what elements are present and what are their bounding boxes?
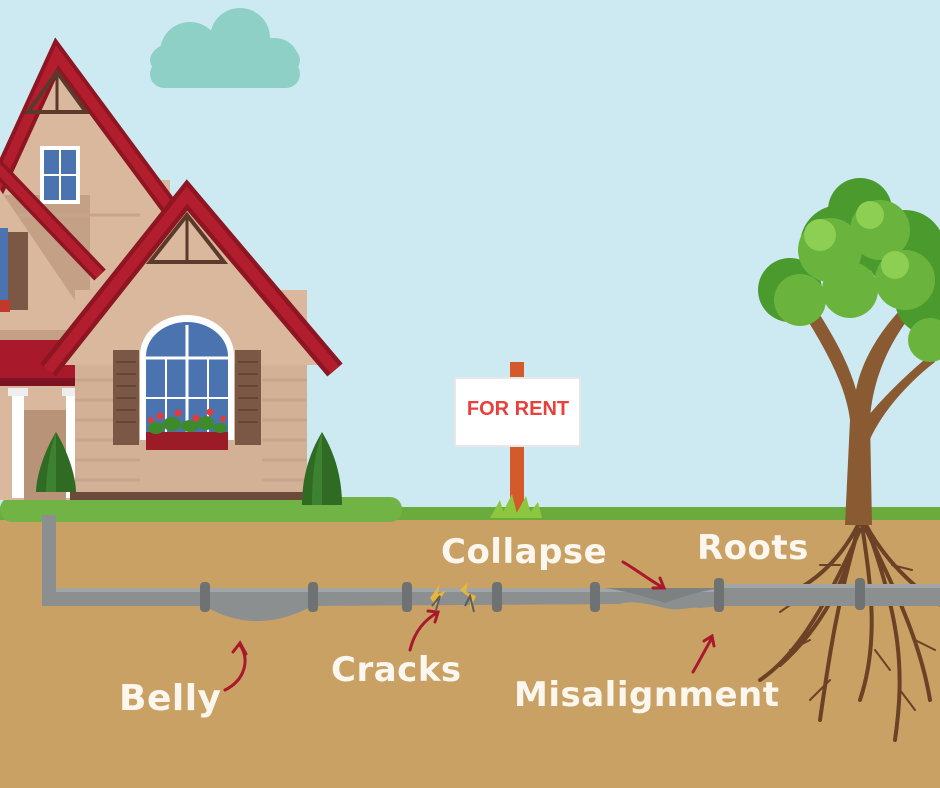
cracks-label: Cracks	[331, 650, 462, 690]
cloud	[150, 8, 300, 88]
soil	[0, 520, 940, 788]
sewer-pipe	[42, 515, 940, 622]
tree	[758, 178, 940, 742]
collapse-label: Collapse	[441, 532, 608, 572]
roots-label: Roots	[697, 528, 809, 568]
cracks-arrow	[408, 610, 440, 652]
misalignment-arrow	[691, 636, 714, 674]
sign-text: FOR RENT	[466, 398, 570, 420]
belly-label: Belly	[119, 678, 222, 719]
for-rent-sign	[454, 362, 581, 518]
collapse-arrow	[621, 560, 666, 590]
front-lawn	[0, 497, 402, 522]
callout-arrows	[223, 560, 716, 692]
misalignment-label: Misalignment	[514, 675, 780, 715]
house	[0, 37, 343, 505]
